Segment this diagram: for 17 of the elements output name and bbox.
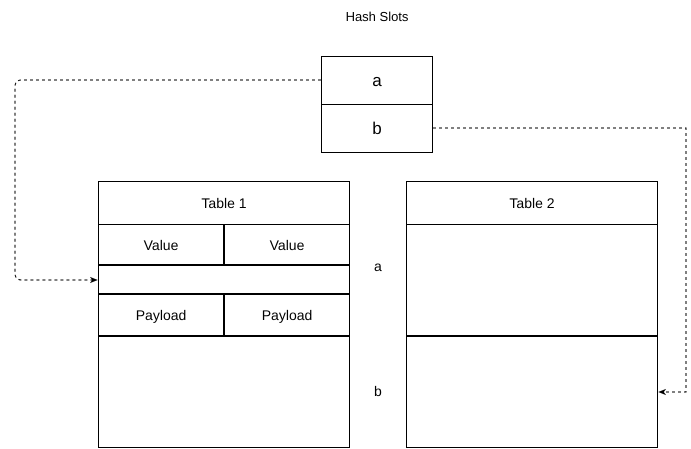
table-frame (406, 181, 658, 448)
table-header: Table 2 (508, 194, 556, 212)
table-cell: Value (98, 224, 224, 265)
heading: Hash Slots (344, 8, 410, 26)
table-cell: Payload (98, 294, 224, 336)
table-row (406, 224, 658, 336)
row-label: b (374, 383, 382, 399)
table-cell: a (321, 56, 433, 105)
table-cell: b (321, 104, 433, 153)
table-frame (98, 181, 350, 448)
table-header: Table 1 (200, 194, 248, 212)
table-row (98, 265, 350, 294)
dashed-arrow (432, 128, 686, 396)
table-cell: Value (224, 224, 350, 265)
dashed-arrow (14, 80, 322, 284)
table-cell: Payload (224, 294, 350, 336)
row-label: a (374, 258, 382, 274)
